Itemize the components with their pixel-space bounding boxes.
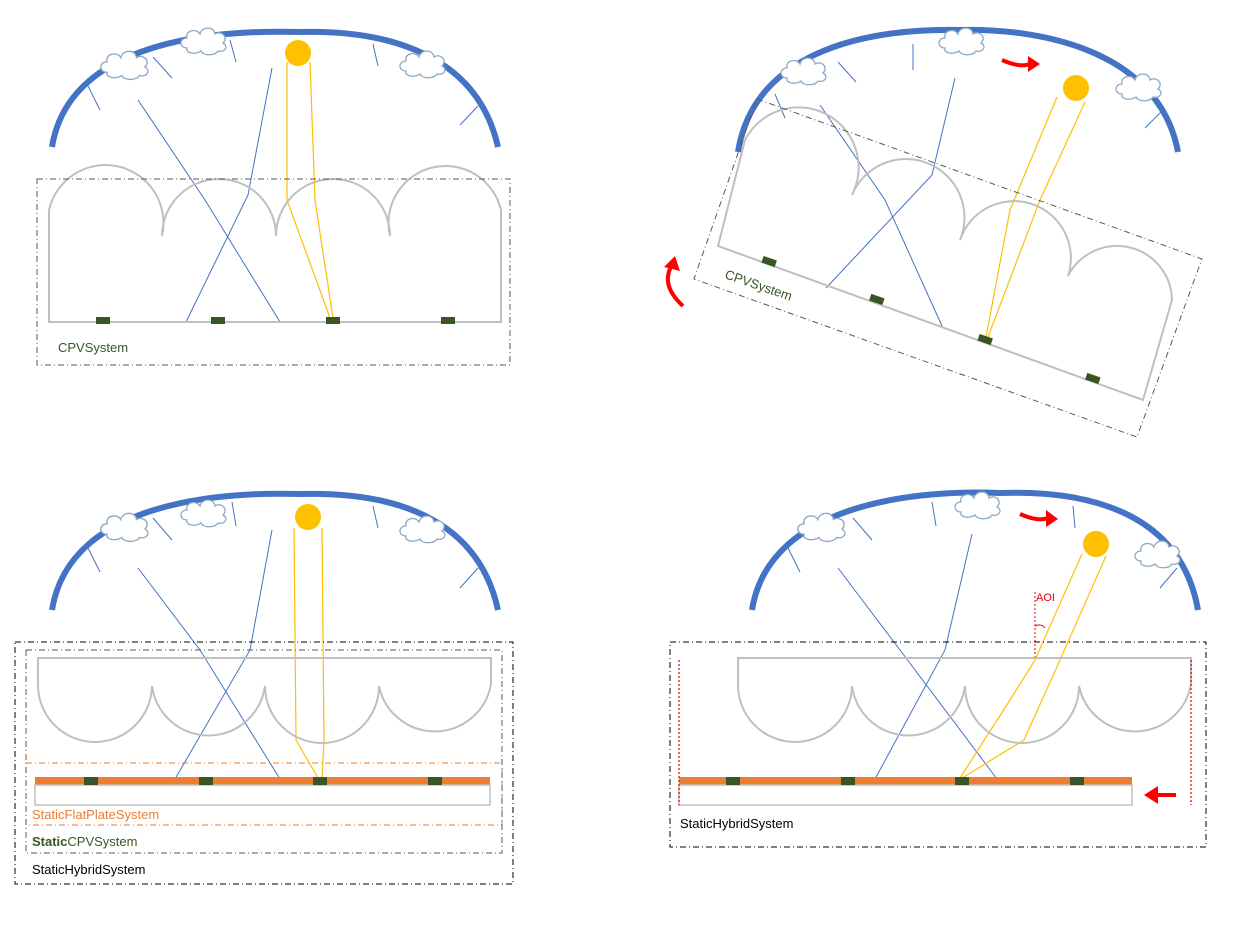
- sun-icon: [1063, 75, 1089, 101]
- cpv-system-label: CPVSystem: [723, 267, 794, 304]
- cloud-icon: [780, 27, 1162, 102]
- diffuse-rays: [819, 77, 956, 327]
- sky-dome: [749, 489, 1201, 611]
- flat-plate-module: [679, 777, 1132, 785]
- cloud-icon: [100, 27, 446, 81]
- sky-dome: [49, 490, 501, 611]
- panel-static-hybrid-system: StaticFlatPlateSystem StaticCPVSystem St…: [14, 490, 514, 885]
- rotation-arrow-icon: [1001, 58, 1031, 68]
- static-cpv-label: StaticCPVSystem: [32, 834, 137, 849]
- translation-arrow-head: [1144, 786, 1158, 804]
- system-boundary: [36, 178, 511, 366]
- lens-array: [48, 164, 502, 323]
- aoi-indicator: [1034, 592, 1046, 658]
- panel-cpv-system-tracking: CPVSystem: [664, 26, 1203, 438]
- direct-rays: [985, 96, 1086, 338]
- direct-rays: [959, 553, 1107, 779]
- cpv-system-label: CPVSystem: [58, 340, 128, 355]
- rotation-arrow-icon: [1019, 512, 1049, 522]
- rotation-arrow-head: [1046, 510, 1058, 527]
- cpv-cell: [726, 777, 1084, 785]
- static-cpv-boundary: [25, 649, 503, 854]
- module-substrate: [34, 784, 491, 806]
- static-hybrid-label: StaticHybridSystem: [32, 862, 145, 877]
- cpv-cell: [84, 777, 442, 785]
- rotation-arrow-icon: [665, 263, 685, 308]
- cloud-icon: [797, 491, 1181, 569]
- rotation-arrow-head: [1028, 56, 1040, 72]
- diffuse-ticks: [774, 44, 1164, 129]
- aoi-label: AOI: [1036, 592, 1055, 604]
- lens-array: [36, 657, 492, 744]
- static-flat-plate-label: StaticFlatPlateSystem: [32, 807, 159, 822]
- static-hybrid-label: StaticHybridSystem: [680, 816, 793, 831]
- diffuse-rays: [137, 529, 281, 780]
- diffuse-ticks: [87, 501, 479, 589]
- module-substrate: [678, 784, 1133, 806]
- lens-array: [736, 657, 1192, 744]
- diffuse-ticks: [87, 39, 479, 126]
- direct-rays: [286, 61, 334, 319]
- static-hybrid-boundary: [14, 641, 514, 885]
- sky-dome: [49, 28, 501, 148]
- flat-plate-module: [35, 777, 490, 785]
- cpv-cell: [761, 255, 1101, 385]
- diffuse-ticks: [787, 501, 1178, 589]
- rotation-arrow-head: [664, 256, 680, 271]
- diffuse-rays: [837, 533, 998, 780]
- cpv-cell: [96, 317, 455, 324]
- direct-rays: [293, 527, 325, 779]
- sun-icon: [295, 504, 321, 530]
- system-boundary: [693, 98, 1203, 438]
- panel-cpv-system: CPVSystem: [36, 27, 511, 366]
- sun-icon: [1083, 531, 1109, 557]
- static-hybrid-boundary: [669, 641, 1207, 848]
- diffuse-rays: [137, 67, 281, 323]
- edge-markers: [678, 660, 1192, 805]
- lens-array: [716, 106, 1174, 402]
- sun-icon: [285, 40, 311, 66]
- panel-static-hybrid-aoi: AOI StaticHybridSystem: [669, 489, 1207, 848]
